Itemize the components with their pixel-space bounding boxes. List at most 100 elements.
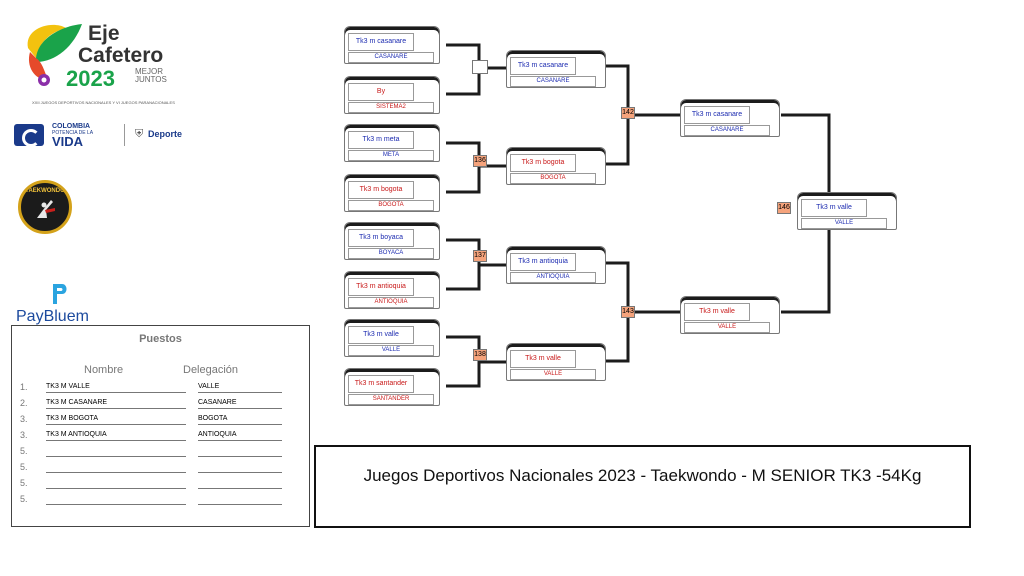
player-delegation: CASANARE <box>684 125 770 136</box>
player-name: Tk3 m valle <box>348 326 414 344</box>
player-delegation: BOGOTA <box>348 200 434 211</box>
standings-name <box>46 460 186 473</box>
standings-row: 5. <box>12 492 309 508</box>
ministry-name: Deporte <box>148 129 183 139</box>
player-name: Tk3 m santander <box>348 375 414 393</box>
standings-delegation <box>198 476 282 489</box>
taekwondo-logo-text: TAEKWONDO <box>25 188 65 194</box>
standings-row: 5. <box>12 460 309 476</box>
player-name: Tk3 m antioquia <box>348 278 414 296</box>
player-delegation: VALLE <box>348 345 434 356</box>
bracket-slot-r1-1: Tk3 m casanare CASANARE <box>344 26 440 64</box>
eje-year: 2023 <box>66 66 115 91</box>
event-title-panel: Juegos Deportivos Nacionales 2023 - Taek… <box>314 445 971 528</box>
standings-name <box>46 444 186 457</box>
player-delegation: CASANARE <box>348 52 434 63</box>
colombia-line3: VIDA <box>52 134 84 149</box>
standings-delegation: CASANARE <box>198 396 282 409</box>
logo-divider <box>124 124 125 146</box>
standings-header-delegation: Delegación <box>183 364 239 376</box>
bracket-slot-r2-2: Tk3 m bogota BOGOTA <box>506 147 606 185</box>
player-delegation: SISTEMA2 <box>348 102 434 113</box>
bracket-slot-semi-1: Tk3 m casanare CASANARE <box>680 99 780 137</box>
standings-row: 5. <box>12 444 309 460</box>
match-number: 146 <box>777 202 791 214</box>
standings-name: TK3 M VALLE <box>46 380 186 393</box>
standings-panel: Puestos Nombre Delegación 1. TK3 M VALLE… <box>11 325 310 527</box>
eje-title-line2: Cafetero <box>78 44 164 67</box>
standings-name: TK3 M BOGOTA <box>46 412 186 425</box>
coat-of-arms-icon: ⛨ <box>135 128 144 140</box>
player-name: Tk3 m casanare <box>510 57 576 75</box>
player-delegation: ANTIOQUIA <box>510 272 596 283</box>
player-name: Tk3 m meta <box>348 131 414 149</box>
standings-delegation <box>198 444 282 457</box>
colombia-line1: COLOMBIA <box>52 123 91 130</box>
standings-place: 5. <box>20 494 28 504</box>
standings-row: 3. TK3 M ANTIOQUIA ANTIOQUIA <box>12 428 309 444</box>
paybluem-logo: PayBluem <box>16 282 106 328</box>
standings-header-name: Nombre <box>84 364 124 376</box>
standings-place: 5. <box>20 446 28 456</box>
player-delegation: VALLE <box>801 218 887 229</box>
player-delegation: CASANARE <box>510 76 596 87</box>
bracket-slot-r2-4: Tk3 m valle VALLE <box>506 343 606 381</box>
player-name: Tk3 m bogota <box>510 154 576 172</box>
standings-name: TK3 M ANTIOQUIA <box>46 428 186 441</box>
standings-name: TK3 M CASANARE <box>46 396 186 409</box>
match-number: 142 <box>621 107 635 119</box>
standings-delegation <box>198 492 282 505</box>
standings-place: 2. <box>20 398 28 408</box>
colombia-mark-icon <box>14 124 44 147</box>
player-name: Tk3 m antioquia <box>510 253 576 271</box>
eje-tagline: MEJOR JUNTOS <box>135 67 167 84</box>
player-name: Tk3 m valle <box>801 199 867 217</box>
bracket-slot-r1-2: By SISTEMA2 <box>344 76 440 114</box>
standings-row: 2. TK3 M CASANARE CASANARE <box>12 396 309 412</box>
bracket-slot-r1-5: Tk3 m boyaca BOYACA <box>344 222 440 260</box>
bracket-slot-semi-2: Tk3 m valle VALLE <box>680 296 780 334</box>
standings-name <box>46 476 186 489</box>
bracket-slot-r1-8: Tk3 m santander SANTANDER <box>344 368 440 406</box>
bracket-slot-r2-1: Tk3 m casanare CASANARE <box>506 50 606 88</box>
eje-subtitle: XXII JUEGOS DEPORTIVOS NACIONALES Y VI J… <box>32 100 175 105</box>
player-delegation: ANTIOQUIA <box>348 297 434 308</box>
player-name: Tk3 m casanare <box>348 33 414 51</box>
standings-place: 5. <box>20 462 28 472</box>
paybluem-name: PayBluem <box>16 308 89 325</box>
taekwondo-logo: TAEKWONDO <box>18 180 72 234</box>
match-number: 136 <box>473 155 487 167</box>
bracket-slot-r1-4: Tk3 m bogota BOGOTA <box>344 174 440 212</box>
eje-cafetero-logo: Eje Cafetero 2023 MEJOR JUNTOS XXII JUEG… <box>18 14 198 105</box>
standings-row: 1. TK3 M VALLE VALLE <box>12 380 309 396</box>
eje-cafetero-leaf-icon <box>27 24 82 86</box>
standings-delegation: ANTIOQUIA <box>198 428 282 441</box>
match-number <box>472 60 488 74</box>
player-delegation: SANTANDER <box>348 394 434 405</box>
bracket-slot-r1-7: Tk3 m valle VALLE <box>344 319 440 357</box>
kick-figure-icon <box>37 200 55 218</box>
standings-delegation: BOGOTA <box>198 412 282 425</box>
player-delegation: META <box>348 150 434 161</box>
player-delegation: BOYACA <box>348 248 434 259</box>
standings-place: 3. <box>20 414 28 424</box>
match-number: 138 <box>473 349 487 361</box>
bracket-slot-r1-6: Tk3 m antioquia ANTIOQUIA <box>344 271 440 309</box>
eje-title-line1: Eje <box>88 22 120 45</box>
player-name: Tk3 m valle <box>510 350 576 368</box>
player-delegation: BOGOTA <box>510 173 596 184</box>
standings-delegation: VALLE <box>198 380 282 393</box>
standings-place: 1. <box>20 382 28 392</box>
match-number: 143 <box>621 306 635 318</box>
colombia-deporte-logo: COLOMBIA POTENCIA DE LA VIDA ⛨ Deporte <box>14 122 194 149</box>
bracket-slot-r1-3: Tk3 m meta META <box>344 124 440 162</box>
paybluem-mark-icon <box>53 284 67 304</box>
player-delegation: VALLE <box>684 322 770 333</box>
player-delegation: VALLE <box>510 369 596 380</box>
bracket-slot-final: Tk3 m valle VALLE <box>797 192 897 230</box>
colombia-line2: POTENCIA DE LA <box>52 130 94 136</box>
standings-name <box>46 492 186 505</box>
standings-row: 3. TK3 M BOGOTA BOGOTA <box>12 412 309 428</box>
player-name: By <box>348 83 414 101</box>
standings-row: 5. <box>12 476 309 492</box>
